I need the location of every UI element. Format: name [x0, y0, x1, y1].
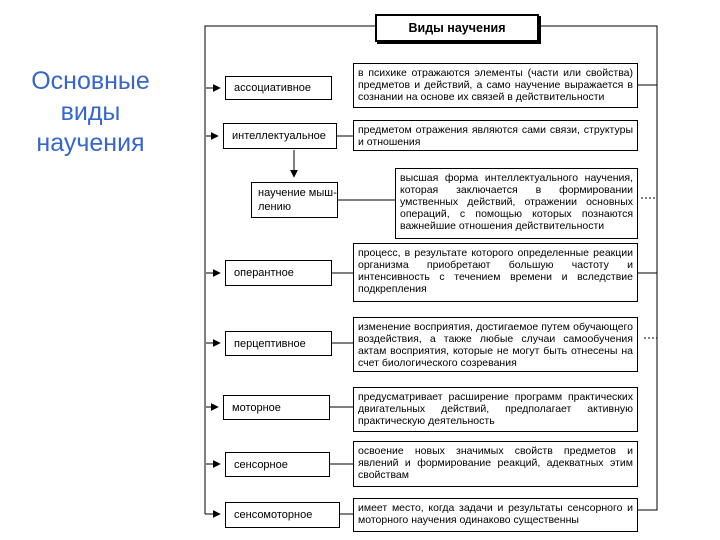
- node-perceptual: перцептивное: [225, 331, 332, 356]
- desc-intellectual: предметом отражения являются сами связи,…: [353, 120, 638, 151]
- node-motor: моторное: [223, 395, 330, 420]
- page-title-line: Основные: [31, 67, 150, 95]
- page-title-line: виды: [60, 98, 121, 126]
- desc-thinking: высшая форма интеллектуального научения,…: [395, 168, 638, 239]
- desc-sensorimotor: имеет место, когда задачи и результаты с…: [353, 498, 638, 532]
- node-sensory-label: сенсорное: [234, 458, 288, 471]
- node-operant-label: оперантное: [234, 267, 294, 279]
- root-node-label: Виды научения: [408, 21, 506, 35]
- node-intellectual-label: интеллектуальное: [232, 130, 326, 142]
- node-perceptual-label: перцептивное: [234, 337, 306, 350]
- node-motor-label: моторное: [232, 401, 281, 414]
- root-node: Виды научения: [375, 14, 539, 42]
- node-associative: ассоциативное: [225, 76, 332, 100]
- node-sensory: сенсорное: [225, 452, 330, 477]
- page-title: Основные виды научения: [8, 66, 173, 159]
- desc-sensory: освоение новых значимых свойств предмето…: [353, 441, 638, 487]
- desc-associative: в психике отражаются элементы (части или…: [353, 63, 638, 108]
- node-sensorimotor-label: сенсомоторное: [234, 509, 313, 521]
- desc-motor: предусматривает расширение программ прак…: [353, 387, 638, 432]
- desc-operant: процесс, в результате которого определен…: [353, 243, 638, 302]
- node-intellectual: интеллектуальное: [223, 123, 337, 149]
- node-operant: оперантное: [225, 260, 332, 286]
- node-associative-label: ассоциативное: [234, 82, 312, 94]
- node-thinking-label: лению: [258, 201, 292, 213]
- node-thinking: научение мыш- лению: [251, 182, 338, 218]
- page-title-line: научения: [36, 129, 145, 157]
- node-thinking-label: научение мыш-: [258, 187, 337, 199]
- node-sensorimotor: сенсомоторное: [225, 502, 340, 528]
- desc-perceptual: изменение восприятия, достигаемое путем …: [353, 317, 638, 372]
